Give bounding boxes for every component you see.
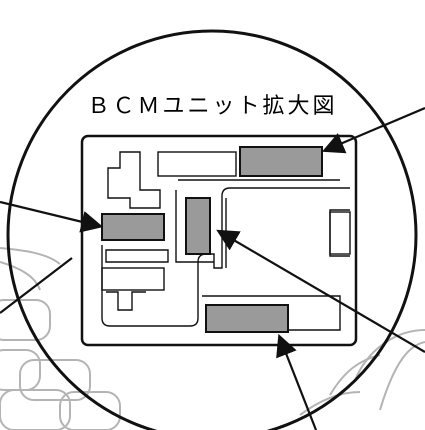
component-left — [101, 213, 165, 241]
component-center — [185, 197, 211, 255]
pointer-lines — [0, 106, 425, 430]
component-bottom — [205, 304, 289, 333]
pointer-left — [0, 200, 104, 233]
magnifier-circle — [6, 29, 418, 430]
diagram-title: ＢＣＭユニット拡大図 — [87, 94, 338, 119]
pointer-upper-right — [321, 106, 425, 154]
components — [101, 146, 323, 333]
component-upper-right — [239, 146, 323, 177]
pointer-bottom — [276, 333, 318, 430]
pointer-lower-left — [0, 257, 73, 314]
pointer-center — [216, 229, 425, 353]
